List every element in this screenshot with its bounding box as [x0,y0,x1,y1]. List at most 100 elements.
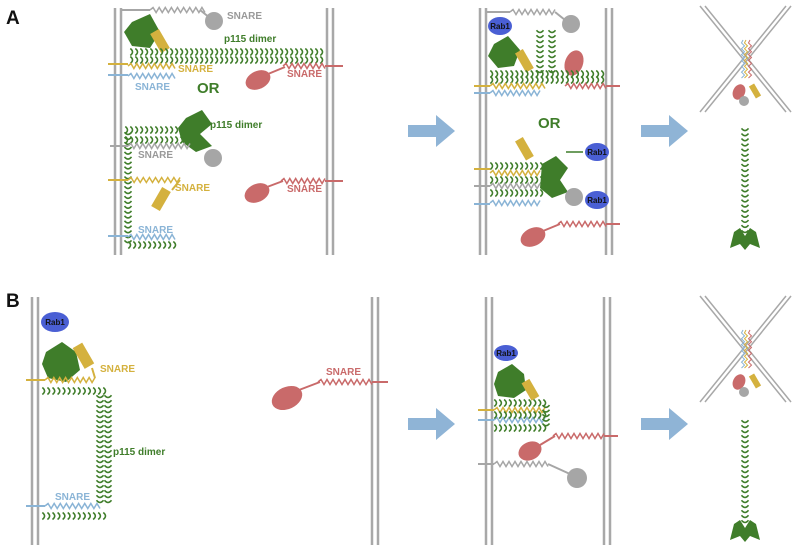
snare-bundle-b2 [478,406,546,424]
grey-snare-head [739,96,749,106]
yellow-snare-label: SNARE [178,64,213,75]
grey-snare-a1-top [121,6,223,30]
red-snare-a1-bottom [244,177,343,203]
p115-coiled-coil-vertical-right [103,394,113,504]
yellow-snare-habc [515,48,534,73]
p115-head [494,364,526,398]
red-snare-head [271,385,303,411]
p115-coiled-coil-vertical [123,131,133,244]
yellow-snare-label: SNARE [175,183,210,194]
p115-coiled-coil-bend [541,404,551,427]
rab1-a2-low: Rab1 [585,191,609,209]
p115-coiled-coil-bottom [489,75,605,85]
or-label: OR [197,80,220,97]
red-snare-label: SNARE [287,184,322,195]
arrow-b-step1 [408,408,455,440]
red-snare-head [732,84,746,100]
red-snare-a2-bottom [520,220,620,247]
p115-head-dimer [540,156,568,198]
or-label: OR [538,115,561,132]
p115-hairpin-left [535,29,545,74]
p115-coiled-coil-top [129,47,324,57]
snare-complex-a3 [732,39,762,106]
p115-coiled-coil-lower [127,240,177,250]
blue-snare-b1 [26,502,101,510]
p115-coiled-coil-vertical-left [95,394,105,504]
p115-head-dimer [730,228,760,250]
panel-label-a: A [6,8,20,29]
yellow-snare-habc [748,83,762,99]
rab1-b2: Rab1 [494,345,518,361]
rab1-head [585,143,609,161]
rab1-head [488,17,512,35]
red-snare-b1 [271,378,388,411]
yellow-snare-habc [515,136,534,161]
red-snare-label: SNARE [287,69,322,80]
red-snare-head [564,50,584,76]
rab1-head [494,345,518,361]
rab1-label: Rab1 [45,318,65,327]
p115-head-dimer [730,520,760,542]
grey-snare-label: SNARE [227,11,262,22]
membrane-pair-left-a1 [113,8,123,255]
p115-coiled-coil-1 [493,398,547,408]
red-snare-label: SNARE [326,367,361,378]
yellow-snare-habc [150,28,170,54]
rab1-label: Rab1 [496,349,516,358]
p115-coiled-coil-2 [493,410,547,420]
rab1-head [585,191,609,209]
p115-coiled-coil-bottom [41,511,107,521]
p115-head [42,342,80,382]
rab1-b1: Rab1 [41,312,69,332]
rab1-a2-mid: Rab1 [566,143,609,161]
red-snare-head [244,183,270,203]
rab1-head [41,312,69,332]
p115-coiled-coil-second [124,135,184,145]
red-snare-head [732,374,746,390]
p115-released-dimer [740,419,750,524]
grey-snare-head [562,15,580,33]
panel-label-b: B [6,291,20,312]
membrane-pair-right-b2 [602,297,612,545]
blue-snare-label: SNARE [135,82,170,93]
yellow-snare-habc [521,378,540,401]
membrane-pair-left-a2 [478,8,488,255]
p115-head-dimer [178,110,212,152]
blue-snare-a1-top [108,72,176,80]
p115-dimer-label: p115 dimer [210,120,262,131]
yellow-snare-b1 [26,367,96,384]
grey-snare-a1-bottom [110,142,222,167]
arrow-a-step1 [408,115,455,147]
rab1-label: Rab1 [587,148,607,157]
yellow-snare-a1-bottom [108,176,181,212]
yellow-snare-habc [72,342,95,369]
p115-coiled-coil-top [41,386,107,396]
blue-snare-label: SNARE [55,492,90,503]
membrane-pair-right-a1 [325,8,335,255]
yellow-snare-habc [748,373,762,389]
blue-snare-label: SNARE [138,225,173,236]
p115-coiled-coil-upper [489,161,544,171]
p115-coiled-coil-upper [124,125,189,135]
p115-coiled-coil-bottom [129,55,324,65]
arrow-b-step2 [641,408,688,440]
p115-released-dimer [740,127,750,234]
snare-bundle-a2-top [474,82,620,97]
red-snare-head [520,227,546,247]
rab1-label: Rab1 [587,196,607,205]
red-snare-a1-top [245,62,343,90]
snare-bundle-a2-bottom [474,168,583,207]
grey-snare-head [204,149,222,167]
grey-snare-b2 [478,460,587,488]
p115-dimer-label: p115 dimer [113,447,165,458]
p115-coiled-coil-middle [489,175,544,185]
membrane-pair-left-b1 [30,297,40,545]
red-snare-b2 [518,432,618,461]
yellow-snare-label: SNARE [100,364,135,375]
p115-coiled-coil-3 [493,423,547,433]
arrow-a-step2 [641,115,688,147]
grey-snare-head [205,12,223,30]
p115-dimer-label: p115 dimer [224,34,276,45]
